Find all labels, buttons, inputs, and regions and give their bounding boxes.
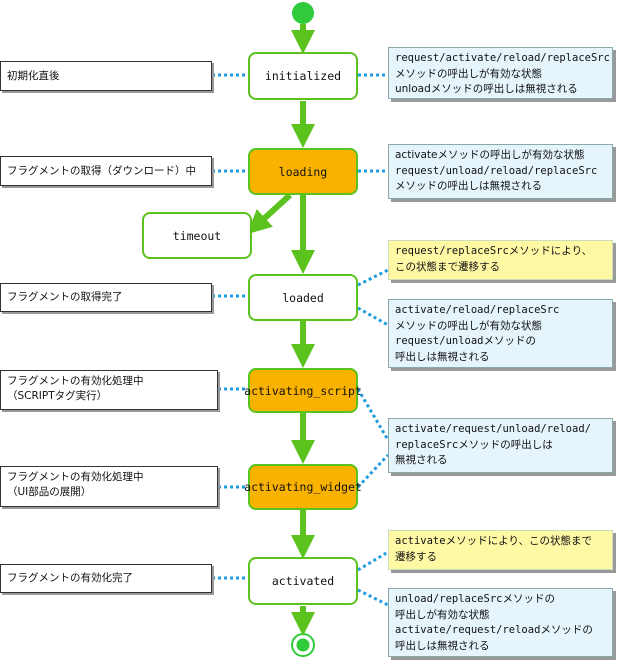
state-loaded: loaded — [248, 274, 358, 321]
note-line: replaceSrcメソッドの呼出しは — [395, 438, 553, 451]
note-loaded-transition: request/replaceSrcメソッドにより、 この状態まで遷移する — [388, 240, 613, 280]
note-line: unload/replaceSrcメソッドの — [395, 593, 555, 605]
label-text: フラグメントの有効化処理中 — [7, 471, 144, 483]
note-line: メソッドの呼出しが有効な状態 — [395, 319, 542, 332]
label-text: フラグメントの有効化処理中 — [7, 375, 144, 387]
state-activating-widget: activating_widget — [244, 464, 362, 510]
note-line: activateメソッドの呼出しが有効な状態 — [395, 149, 585, 161]
note-line: request/activate/reload/replaceSrc — [395, 52, 610, 64]
label-initialized: 初期化直後 — [0, 61, 212, 91]
note-line: activate/reload/replaceSrc — [395, 304, 560, 316]
label-text: （SCRIPTタグ実行） — [7, 390, 108, 402]
initial-node — [292, 2, 314, 24]
note-line: メソッドの呼出しは無視される — [395, 180, 542, 192]
label-text: 初期化直後 — [7, 70, 60, 82]
state-loading: loading — [248, 148, 358, 195]
note-line: 呼出しは無視される — [395, 639, 490, 652]
note-line: 呼出しは無視される — [395, 350, 490, 363]
note-activated-transition: activateメソッドにより、この状態まで 遷移する — [388, 530, 613, 570]
note-line: activate/request/reloadメソッドの — [395, 624, 593, 636]
transition-arrows — [247, 24, 315, 636]
label-text: フラグメントの取得（ダウンロード）中 — [7, 165, 196, 177]
label-loading: フラグメントの取得（ダウンロード）中 — [0, 156, 212, 186]
label-activating-widget: フラグメントの有効化処理中 （UI部品の展開） — [0, 466, 218, 507]
note-line: activate/request/unload/reload/ — [395, 423, 591, 435]
note-line: 遷移する — [395, 550, 437, 563]
label-text: フラグメントの有効化完了 — [7, 572, 133, 584]
label-activated: フラグメントの有効化完了 — [0, 564, 212, 593]
state-initialized: initialized — [248, 52, 358, 100]
label-loaded: フラグメントの取得完了 — [0, 283, 212, 312]
state-activating-script: activating_script — [244, 368, 362, 413]
label-activating-script: フラグメントの有効化処理中 （SCRIPTタグ実行） — [0, 370, 218, 410]
note-line: 無視される — [395, 454, 448, 466]
note-line: unloadメソッドの呼出しは無視される — [395, 83, 578, 95]
state-activated: activated — [248, 557, 358, 605]
note-loaded: activate/reload/replaceSrc メソッドの呼出しが有効な状… — [388, 299, 613, 368]
note-line: request/replaceSrcメソッドにより、 — [395, 245, 593, 257]
note-loading: activateメソッドの呼出しが有効な状態 request/unload/re… — [388, 144, 613, 199]
note-line: 呼出しが有効な状態 — [395, 608, 490, 621]
note-line: メソッドの呼出しが有効な状態 — [395, 67, 542, 80]
note-line: request/unloadメソッドの — [395, 335, 537, 347]
note-connectors — [212, 73, 390, 607]
final-node — [291, 633, 315, 657]
note-line: activateメソッドにより、この状態まで — [395, 535, 592, 547]
label-text: （UI部品の展開） — [7, 486, 92, 498]
note-line: request/unload/reload/replaceSrc — [395, 164, 598, 177]
note-activating: activate/request/unload/reload/ replaceS… — [388, 418, 613, 473]
state-timeout: timeout — [142, 212, 252, 259]
note-line: この状態まで遷移する — [395, 260, 500, 273]
note-activated: unload/replaceSrcメソッドの 呼出しが有効な状態 activat… — [388, 588, 613, 657]
label-text: フラグメントの取得完了 — [7, 291, 123, 303]
note-initialized: request/activate/reload/replaceSrc メソッドの… — [388, 47, 613, 99]
